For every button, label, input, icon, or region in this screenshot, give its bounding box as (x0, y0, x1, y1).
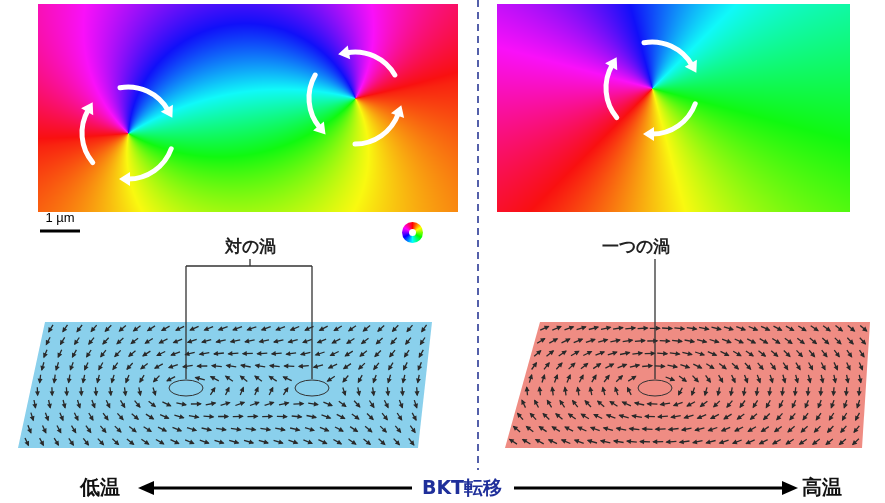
spin-arrow-head (25, 326, 427, 446)
circulation-arc (355, 114, 398, 144)
spin-sheet (505, 322, 870, 448)
circulation-head (161, 105, 173, 118)
spin-sheet (18, 322, 432, 448)
axis-label: 高温 (802, 475, 842, 499)
divider-line (477, 0, 479, 470)
vortex-core (638, 380, 672, 396)
spin-arrow-head (509, 326, 868, 446)
bracket-line (186, 259, 312, 379)
annotation-label: 対の渦 (225, 236, 276, 256)
scale-bar (40, 230, 80, 233)
annotation-label: 一つの渦 (602, 236, 670, 256)
circulation-arc (309, 75, 320, 128)
circulation-head (313, 122, 325, 135)
arrow-head (138, 481, 154, 495)
spin-arrow (25, 325, 427, 446)
transition-label: BKT転移 (422, 476, 502, 499)
circulation-head (391, 105, 404, 118)
circulation-head (338, 45, 350, 59)
circulation-arc (652, 104, 695, 134)
circulation-arc (644, 42, 692, 65)
circulation-arc (606, 65, 617, 118)
phase-map (497, 4, 850, 212)
vortex-core (295, 380, 329, 396)
circulation-head (685, 60, 697, 73)
circulation-arc (120, 87, 168, 110)
spin-arrow (510, 326, 867, 445)
circulation-arc (347, 52, 395, 75)
circulation-arc (128, 149, 171, 179)
phase-map (38, 4, 458, 212)
scale-label: 1 µm (45, 210, 74, 226)
circulation-head (643, 127, 654, 141)
circulation-head (119, 172, 130, 186)
leader-line (654, 259, 655, 379)
arrow-line (514, 487, 786, 490)
axis-label: 低温 (80, 475, 120, 499)
circulation-arc (82, 110, 93, 163)
arrow-head (782, 481, 798, 495)
vortex-core (169, 380, 203, 396)
color-wheel (402, 222, 423, 243)
circulation-arrows (81, 42, 697, 186)
circulation-head (605, 57, 617, 70)
arrow-line (150, 487, 412, 490)
spin-arrows (25, 325, 868, 447)
circulation-head (81, 102, 93, 115)
